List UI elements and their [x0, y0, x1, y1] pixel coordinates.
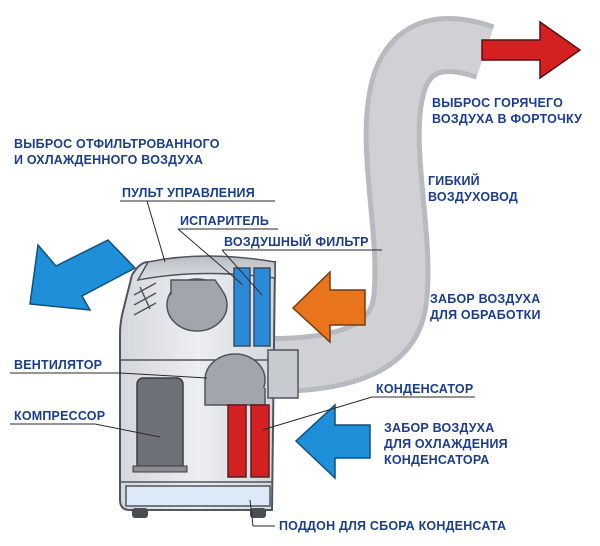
- upper-fan: [166, 278, 228, 332]
- cool-exhaust-arrow: [29, 239, 137, 311]
- compressor: [132, 377, 188, 473]
- label-intake-condenser: ЗАБОР ВОЗДУХА ДЛЯ ОХЛАЖДЕНИЯ КОНДЕНСАТОР…: [384, 421, 512, 467]
- wheels: [132, 508, 266, 518]
- label-flexible-duct: ГИБКИЙ ВОЗДУХОВОД: [428, 173, 518, 204]
- leader-lines: [10, 200, 475, 527]
- evaporator-coil: [233, 267, 271, 347]
- label-hot-exhaust: ВЫБРОС ГОРЯЧЕГО ВОЗДУХА В ФОРТОЧКУ: [432, 96, 582, 126]
- label-fan: ВЕНТИЛЯТОР: [14, 358, 102, 372]
- label-air-filter: ВОЗДУШНЫЙ ФИЛЬТР: [224, 234, 369, 249]
- label-intake-processing: ЗАБОР ВОЗДУХА ДЛЯ ОБРАБОТКИ: [430, 292, 544, 322]
- label-compressor: КОМПРЕССОР: [14, 409, 105, 423]
- lower-fan: [204, 353, 266, 407]
- label-evaporator: ИСПАРИТЕЛЬ: [180, 214, 269, 228]
- condenser-coil: [227, 404, 270, 478]
- hot-exhaust-arrow: [481, 20, 582, 80]
- intake-condenser-arrow: [294, 403, 371, 480]
- label-control-panel: ПУЛЬТ УПРАВЛЕНИЯ: [122, 186, 255, 200]
- flexible-duct-highlight: [271, 21, 493, 389]
- label-filtered-exhaust: ВЫБРОС ОТФИЛЬТРОВАННОГО И ОХЛАЖДЕННОГО В…: [14, 137, 223, 167]
- control-panel-buttons: [133, 282, 157, 316]
- condensate-tray: [125, 485, 271, 507]
- label-condenser: КОНДЕНСАТОР: [376, 382, 473, 396]
- label-condensate-tray: ПОДДОН ДЛЯ СБОРА КОНДЕНСАТА: [279, 519, 506, 533]
- intake-processing-arrow: [291, 270, 366, 344]
